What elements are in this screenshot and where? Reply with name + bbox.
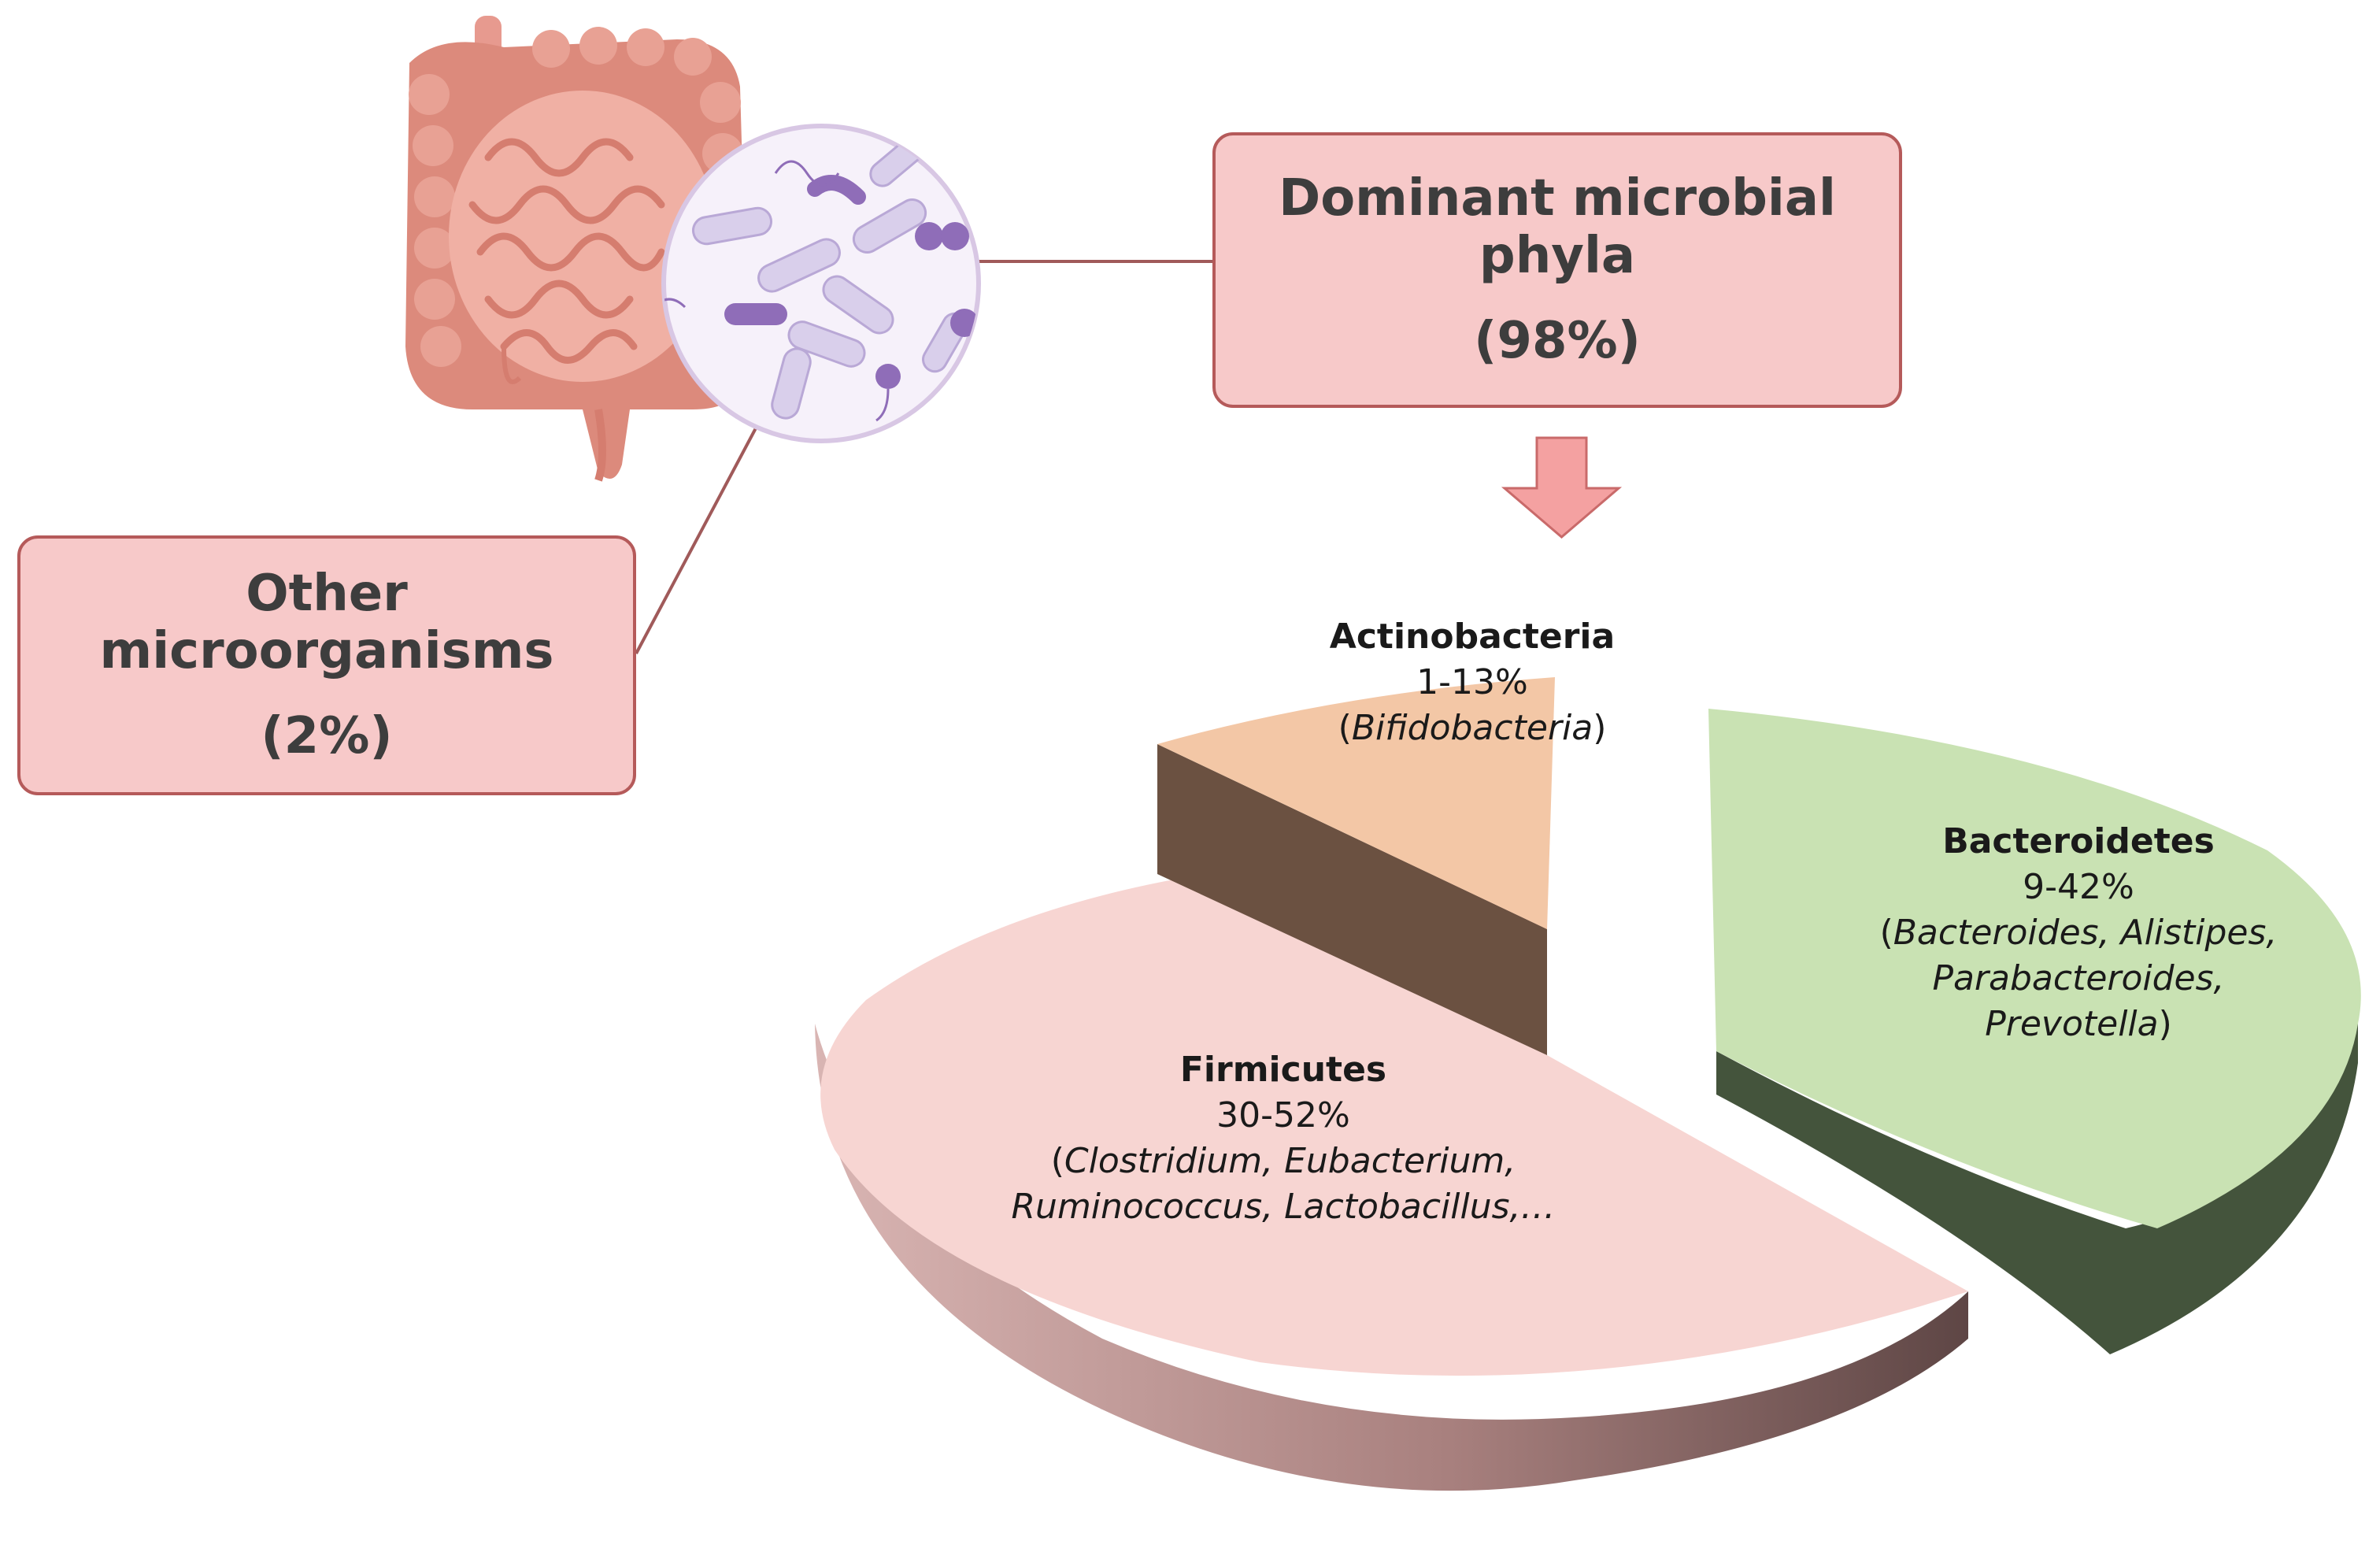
pie-slice-bacteroidetes	[1708, 709, 2361, 1354]
dominant-phyla-value: (98%)	[1474, 311, 1641, 370]
actinobacteria-range: 1-13%	[1416, 662, 1528, 703]
bacteroidetes-label: Bacteroidetes 9-42% (Bacteroides, Alisti…	[1811, 819, 2346, 1047]
pie-slice-actinobacteria	[1157, 677, 1555, 1055]
actinobacteria-genera: (Bifidobacteria)	[1338, 708, 1607, 749]
firmicutes-range: 30-52%	[1216, 1095, 1350, 1136]
down-arrow-icon	[1501, 436, 1623, 539]
actinobacteria-name: Actinobacteria	[1329, 617, 1616, 657]
other-microorganisms-title: Other microorganisms	[99, 564, 554, 681]
bacteroidetes-genera-line-3: Prevotella)	[1985, 1004, 2172, 1045]
firmicutes-label: Firmicutes 30-52% (Clostridium, Eubacter…	[968, 1047, 1598, 1230]
dominant-phyla-box: Dominant microbial phyla (98%)	[1212, 132, 1902, 408]
intestine-icon	[405, 16, 748, 482]
connector-to-other	[635, 424, 759, 654]
dominant-phyla-title: Dominant microbial phyla	[1279, 169, 1836, 286]
other-microorganisms-box: Other microorganisms (2%)	[17, 535, 636, 795]
firmicutes-name: Firmicutes	[1179, 1050, 1387, 1090]
firmicutes-genera-line-2: Ruminococcus, Lactobacillus,…	[1011, 1187, 1556, 1228]
bacteroidetes-range: 9-42%	[2023, 867, 2134, 908]
bacteroidetes-name: Bacteroidetes	[1942, 821, 2215, 861]
firmicutes-genera-text-1: Clostridium, Eubacterium,	[1064, 1141, 1516, 1182]
other-microorganisms-value: (2%)	[261, 706, 393, 765]
bacteroidetes-genera-text-3: Prevotella	[1985, 1004, 2159, 1045]
bacteroidetes-genera-line-2: Parabacteroides,	[1932, 958, 2225, 999]
bacteria-magnifier-icon	[661, 124, 981, 443]
actinobacteria-label: Actinobacteria 1-13% (Bifidobacteria)	[1252, 614, 1693, 751]
connector-lines	[635, 260, 1212, 654]
firmicutes-genera-line-1: (Clostridium, Eubacterium,	[1050, 1141, 1516, 1182]
bacteroidetes-genera-text-1: Bacteroides, Alistipes,	[1893, 913, 2278, 954]
actinobacteria-genus: Bifidobacteria	[1351, 708, 1593, 749]
pie-slice-firmicutes	[815, 811, 1968, 1491]
bacteroidetes-genera-line-1: (Bacteroides, Alistipes,	[1879, 913, 2278, 954]
